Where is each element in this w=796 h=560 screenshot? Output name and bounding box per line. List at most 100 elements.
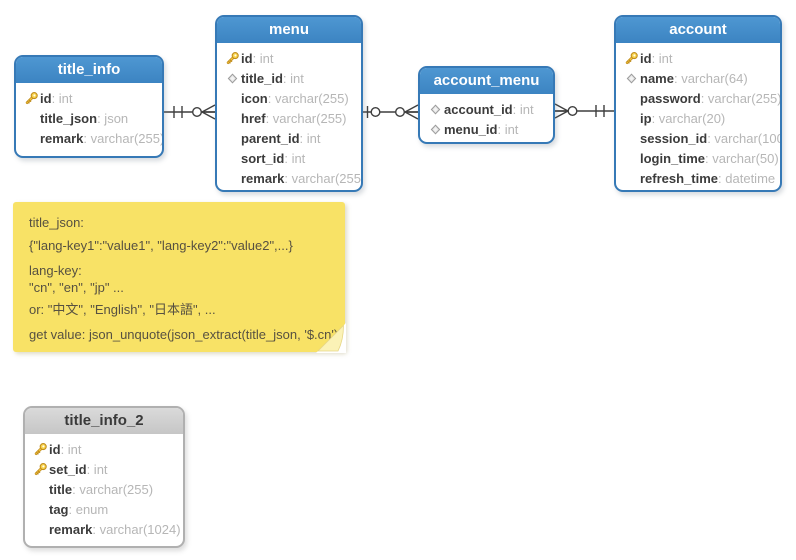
note-line: get value: json_unquote(json_extract(tit… [29, 327, 339, 342]
field-name: remark [40, 130, 84, 146]
field-name: sort_id [241, 150, 285, 166]
note-line: title_json: [29, 215, 84, 230]
table-title-menu[interactable]: menu [217, 17, 361, 45]
field-type: : varchar(255) [83, 130, 164, 146]
key-icon [32, 441, 49, 457]
field-type: : int [252, 50, 274, 66]
field-row-href[interactable]: href: varchar(255) [224, 108, 361, 128]
connector-title_info-menu[interactable] [163, 104, 216, 120]
field-name: password [640, 90, 701, 106]
field-type: : enum [68, 501, 109, 517]
field-row-session_id[interactable]: session_id: varchar(100) [623, 128, 780, 148]
field-name: refresh_time [640, 170, 719, 186]
field-row-account_id[interactable]: account_id: int [427, 99, 553, 119]
diamond-icon [623, 70, 640, 86]
field-row-refresh_time[interactable]: refresh_time: datetime [623, 168, 780, 188]
cardinality-zero-circle [191, 106, 202, 117]
field-name: parent_id [241, 130, 300, 146]
no-icon [623, 150, 640, 166]
field-type: : int [282, 70, 304, 86]
field-row-id[interactable]: id: int [32, 439, 183, 459]
field-name: id [640, 50, 652, 66]
field-name: icon [241, 90, 268, 106]
field-type: : int [284, 150, 306, 166]
field-type: : int [299, 130, 321, 146]
key-icon [23, 90, 40, 106]
field-row-icon[interactable]: icon: varchar(255) [224, 88, 361, 108]
field-type: : varchar(255) [265, 110, 347, 126]
field-type: : int [60, 441, 82, 457]
field-name: account_id [444, 101, 513, 117]
field-type: : int [51, 90, 73, 106]
field-row-id[interactable]: id: int [23, 88, 162, 108]
field-row-set_id[interactable]: set_id: int [32, 459, 183, 479]
connector-menu-account_menu[interactable] [363, 104, 419, 120]
key-icon [224, 50, 241, 66]
field-row-parent_id[interactable]: parent_id: int [224, 128, 361, 148]
field-row-title_id[interactable]: title_id: int [224, 68, 361, 88]
field-row-name[interactable]: name: varchar(64) [623, 68, 780, 88]
diamond-icon [427, 121, 444, 137]
connector-account_menu-account[interactable] [554, 103, 614, 119]
field-name: session_id [640, 130, 708, 146]
no-icon [32, 501, 49, 517]
field-row-tag[interactable]: tag: enum [32, 499, 183, 519]
table-title-account_menu[interactable]: account_menu [420, 68, 553, 96]
field-type: : json [97, 110, 129, 126]
field-row-title[interactable]: title: varchar(255) [32, 479, 183, 499]
field-name: title_id [241, 70, 283, 86]
field-row-menu_id[interactable]: menu_id: int [427, 119, 553, 139]
field-type: : varchar(100) [707, 130, 782, 146]
table-title-title_info[interactable]: title_info [16, 57, 162, 85]
no-icon [623, 90, 640, 106]
field-name: name [640, 70, 674, 86]
field-row-title_json[interactable]: title_json: json [23, 108, 162, 128]
field-name: login_time [640, 150, 706, 166]
field-name: set_id [49, 461, 87, 477]
sticky-note[interactable]: title_json: {"lang-key1":"value1", "lang… [13, 202, 346, 353]
field-row-remark[interactable]: remark: varchar(1024) [32, 519, 183, 539]
table-title-account[interactable]: account [616, 17, 780, 45]
field-row-id[interactable]: id: int [623, 48, 780, 68]
field-name: id [49, 441, 61, 457]
table-title-title_info_2[interactable]: title_info_2 [25, 408, 183, 436]
field-type: : varchar(1024) [92, 521, 181, 537]
field-row-sort_id[interactable]: sort_id: int [224, 148, 361, 168]
field-type: : int [497, 121, 519, 137]
cardinality-zero-circle [395, 106, 406, 117]
no-icon [224, 170, 241, 186]
no-icon [23, 130, 40, 146]
field-row-id[interactable]: id: int [224, 48, 361, 68]
field-row-login_time[interactable]: login_time: varchar(50) [623, 148, 780, 168]
field-type: : datetime [718, 170, 776, 186]
field-name: title_json [40, 110, 98, 126]
field-name: remark [49, 521, 93, 537]
crow-foot-many-marker [404, 104, 419, 120]
field-row-remark[interactable]: remark: varchar(255) [23, 128, 162, 148]
no-icon [32, 481, 49, 497]
field-type: : int [651, 50, 673, 66]
field-type: : int [512, 101, 534, 117]
field-row-ip[interactable]: ip: varchar(20) [623, 108, 780, 128]
no-icon [623, 110, 640, 126]
field-name: id [241, 50, 253, 66]
field-row-remark[interactable]: remark: varchar(255) [224, 168, 361, 188]
field-name: tag [49, 501, 69, 517]
field-type: : varchar(20) [651, 110, 726, 126]
field-type: : varchar(255) [700, 90, 782, 106]
field-name: title [49, 481, 73, 497]
note-line: lang-key: [29, 263, 82, 278]
no-icon [224, 150, 241, 166]
key-icon [32, 461, 49, 477]
field-row-password[interactable]: password: varchar(255) [623, 88, 780, 108]
